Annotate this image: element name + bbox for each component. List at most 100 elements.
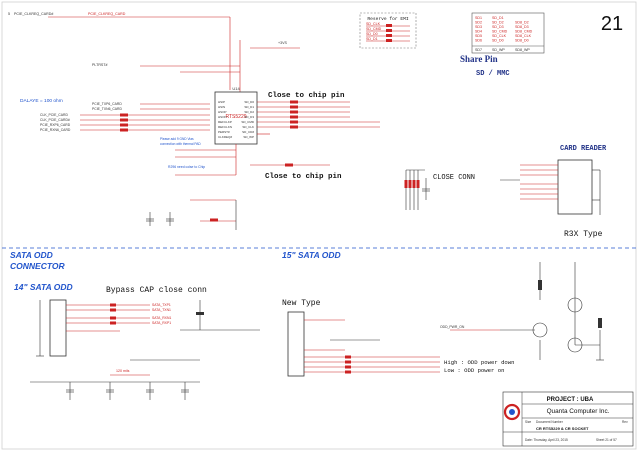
reserve-emi-title: Reserve for EMI (367, 16, 409, 22)
bypass-cap-label: Bypass CAP close conn (106, 286, 207, 295)
chip-part: RTS5229 (225, 114, 246, 120)
share-pin-title: Share Pin (460, 54, 498, 64)
pcie-nets: PCIE_TXP6_CARD PCIE_TXN6_CARD CLK_PCIE_C… (40, 102, 210, 132)
chip-pin-left: REFCLKN (218, 125, 232, 129)
net-label: PCIE_TXP6_CARD (92, 102, 122, 106)
close-to-chip-label-1: Close to chip pin (268, 92, 345, 100)
rev-label: Rev (622, 420, 628, 424)
share-pin-cell: SD8_WP (515, 48, 530, 52)
date-text: Date: Thursday, April 23, 2015 (525, 438, 568, 442)
odd-power-switch: ODD_PWR_ON (440, 262, 604, 361)
vcc-note: R296 need colse to Chip (168, 165, 205, 169)
chip-pin-right: SD_D1 (244, 105, 254, 109)
sata-odd-14-connector: SATA_TXP1 SATA_TXN1 SATA_RXN1 SATA_RXP1 (36, 299, 260, 361)
odd-low-note: Low : ODD power on (444, 367, 504, 374)
sata-odd-connector-title: SATA ODD (10, 250, 53, 260)
chip-pin-right: SD_D2 (244, 110, 254, 114)
net-label: CLK_PCIE_CARD (40, 113, 68, 117)
close-conn-label: CLOSE CONN (433, 174, 475, 182)
share-pin-cell: SD_D0 (492, 39, 504, 43)
sata-net: SATA_RXN1 (152, 316, 171, 320)
reserve-emi-box: Reserve for EMI SD_CLK SD_CMD SD_D0 SD_D… (359, 12, 417, 49)
chip-pin-right: SD_D3 (244, 115, 254, 119)
top-left-nets: 5 PCIE_CLKREQ_CARD# PCIE_CLKREQ_CARD PLT… (8, 12, 300, 100)
chip-passives: R296 need colse to Chip (146, 149, 330, 230)
share-pin-cell: SD2 (475, 21, 482, 25)
share-pin-cell: SD8_D0 (515, 39, 529, 43)
share-pin-cell: SD4 (475, 30, 482, 34)
chip-pin-left: HSIN (218, 105, 225, 109)
pad-note: Please add 9 GND Vias (160, 137, 194, 141)
share-pin-cell: SD_CLK (492, 34, 507, 38)
close-to-chip-label-2: Close to chip pin (265, 173, 342, 181)
sheet-text: Sheet 21 of 57 (596, 438, 617, 442)
reserve-row: SD_CMD (366, 27, 382, 31)
title-block: PROJECT : UBA Quanta Computer Inc. Size … (502, 391, 634, 447)
sata-net: ODD_PWR_ON (440, 325, 465, 329)
chip-pin-right: SD_D0 (244, 100, 254, 104)
share-pin-cell: SD_D2 (492, 21, 504, 25)
chip-pin-left: PERST# (218, 130, 230, 134)
net-label: PCIE_TXN6_CARD (92, 107, 123, 111)
project-name: PROJECT : UBA (547, 397, 594, 403)
odd-high-note: High : ODD power down (444, 359, 515, 366)
new-type-label: New Type (282, 299, 321, 308)
chip-pin-left: HSOP (218, 110, 227, 114)
sata-net: SATA_TXN1 (152, 308, 171, 312)
layout-note: DALAYE = 100 ohm (20, 98, 63, 104)
share-pin-cell: SD8_CLK (515, 34, 532, 38)
chip-pin-left: HSIP (218, 100, 225, 104)
share-pin-cell: SD8_D3 (515, 25, 529, 29)
chip-pin-right: SD_CD# (242, 130, 254, 134)
net-label: PCIE_RXP6_CARD (40, 123, 71, 127)
company-name: Quanta Computer Inc. (547, 408, 610, 415)
page-number: 21 (601, 13, 623, 35)
chip-ref: U14 (232, 86, 240, 91)
share-pin-cell: SD_D1 (492, 16, 504, 20)
close-conn-caps (404, 169, 430, 210)
size-label: Size (525, 420, 531, 424)
chip-outputs (257, 100, 380, 135)
sata-length: 120 mils (116, 369, 130, 373)
net-label: CLK_PCIE_CARD# (40, 118, 70, 122)
bypass-caps-row: 120 mils (30, 369, 200, 400)
net-label: PCIE_RXN6_CARD (40, 128, 71, 132)
card-reader-title: CARD READER (560, 145, 607, 153)
share-pin-cell: SD3 (475, 25, 482, 29)
chip-pin-right: SD_WP (243, 135, 254, 139)
share-pin-cell: SD7 (475, 48, 482, 52)
reserve-row: SD_D1 (366, 37, 378, 41)
share-pin-cell: SD_D3 (492, 25, 504, 29)
doc-title: CR RTS5229 & CR SOCKET (536, 426, 589, 431)
sata-odd-15-title: 15" SATA ODD (282, 250, 341, 260)
share-pin-cell: SD5 (475, 34, 482, 38)
share-pin-subtitle: SD / MMC (476, 70, 510, 78)
share-pin-cell: SD_WP (492, 48, 505, 52)
quanta-logo-icon (503, 403, 521, 421)
chip-rts5229: U14 RTS5229 HSIP HSIN HSOP HSON REFCLKP … (160, 86, 258, 175)
net-label: PCIE_CLKREQ_CARD (88, 12, 126, 16)
net-label: PLTRST# (92, 63, 108, 67)
net-label: PCIE_CLKREQ_CARD# (14, 12, 53, 16)
share-pin-cell: SD6 (475, 39, 482, 43)
share-pin-cell: SD8_D2 (515, 21, 529, 25)
svg-text:5: 5 (8, 12, 10, 16)
net-label: +3VS (278, 41, 287, 45)
sata-net: SATA_RXP1 (152, 321, 171, 325)
share-pin-cell: SD8_CMD (515, 30, 533, 34)
sata-odd-connector-title-2: CONNECTOR (10, 261, 65, 271)
chip-pin-right: SD_CLK (242, 125, 254, 129)
pad-note: connection with thermal PAD (160, 142, 201, 146)
sata-odd-14-title: 14" SATA ODD (14, 282, 73, 292)
doc-label: Document Number (536, 420, 564, 424)
sata-net: SATA_TXP1 (152, 303, 171, 307)
reserve-row: SD_D0 (366, 32, 378, 36)
r3x-type-label: R3X Type (564, 230, 603, 239)
chip-pin-left: HSON (218, 115, 227, 119)
chip-pin-left: REFCLKP (218, 120, 232, 124)
card-reader-socket (500, 159, 601, 215)
chip-pin-right: SD_CMD (241, 120, 255, 124)
reserve-row: SD_CLK (366, 22, 381, 26)
